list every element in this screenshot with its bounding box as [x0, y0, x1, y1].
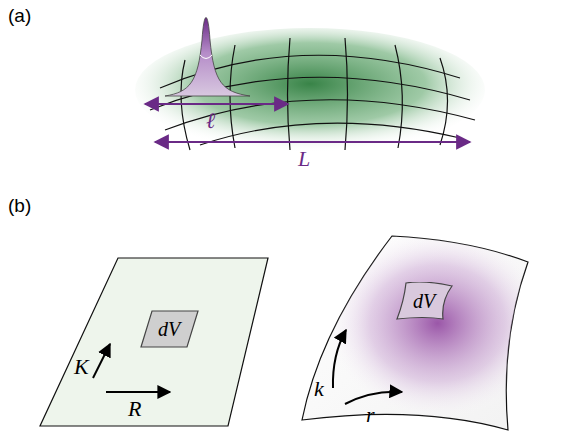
wave-packet — [165, 18, 250, 97]
axis-arrow — [93, 344, 110, 378]
flat-plane — [40, 258, 268, 426]
volume-element: dV — [140, 310, 199, 348]
axis-label: R — [128, 398, 141, 420]
axis-arrow — [333, 330, 346, 388]
axis-label: ℓ — [206, 110, 215, 132]
axis-label: r — [366, 404, 375, 426]
curved-surface — [302, 236, 528, 430]
length-arrow — [145, 103, 288, 105]
axis-arrow — [345, 392, 402, 404]
volume-element: dV — [396, 282, 453, 320]
axis-label: k — [314, 378, 324, 400]
axis-label: K — [74, 356, 89, 378]
axis-label: L — [298, 148, 310, 170]
panel-letter: (a) — [8, 6, 31, 25]
panel-letter: (b) — [8, 196, 31, 215]
length-arrow — [155, 141, 470, 143]
volume-label: dV — [413, 291, 435, 311]
volume-label: dV — [158, 319, 180, 339]
axis-arrow — [106, 391, 170, 393]
